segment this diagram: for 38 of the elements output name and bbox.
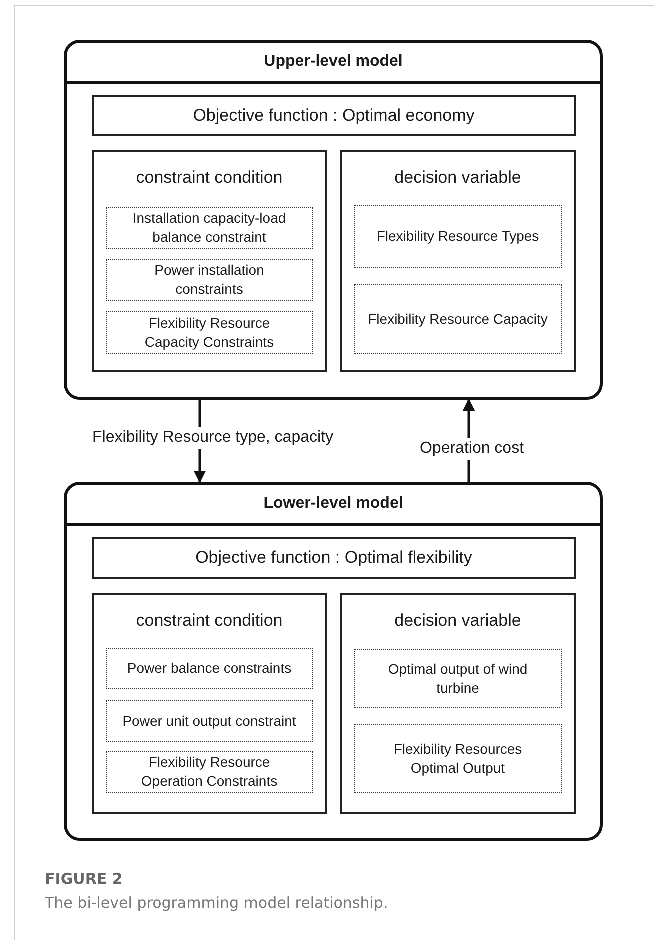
panel-box <box>92 593 327 814</box>
item-box <box>106 259 313 301</box>
panel-heading: constraint condition <box>135 611 284 631</box>
model-title: Lower-level model <box>264 495 404 513</box>
item-text: Flexibility Resource Capacity Constraints <box>144 314 276 352</box>
model-container <box>64 40 603 400</box>
panel-box <box>340 150 576 372</box>
item-text: Flexibility Resource Operation Constraints <box>140 753 279 791</box>
figure-caption: The bi-level programming model relationship. <box>45 894 388 912</box>
item-text: Installation capacity-load balance constraint <box>132 209 288 247</box>
panel-box <box>92 150 327 372</box>
item-text: Power unit output constraint <box>122 712 298 730</box>
item-box <box>106 700 313 742</box>
model-title: Upper-level model <box>264 53 403 71</box>
objective-box <box>92 537 576 579</box>
objective-text: Objective function : Optimal flexibility <box>196 548 472 568</box>
item-text: Flexibility Resource Capacity <box>367 310 549 328</box>
item-text: Power installation constraints <box>154 261 266 299</box>
item-text: Flexibility Resource Types <box>376 227 540 246</box>
panel-heading: decision variable <box>394 611 522 631</box>
item-box <box>106 648 313 689</box>
item-box <box>354 284 562 354</box>
objective-box <box>92 95 576 136</box>
panel-heading: decision variable <box>394 168 522 188</box>
panel-heading: constraint condition <box>135 168 284 188</box>
objective-text: Objective function : Optimal economy <box>193 106 475 126</box>
item-text: Flexibility Resources Optimal Output <box>392 740 524 778</box>
model-container <box>64 482 603 841</box>
item-box <box>106 751 313 793</box>
item-box <box>354 724 562 793</box>
figure-number: FIGURE 2 <box>45 870 123 888</box>
item-box <box>354 649 562 708</box>
item-box <box>106 311 313 354</box>
item-box <box>106 207 313 249</box>
item-text: Power balance constraints <box>126 659 293 678</box>
item-text: Optimal output of wind turbine <box>387 660 529 698</box>
panel-box <box>340 593 576 814</box>
item-box <box>354 205 562 268</box>
